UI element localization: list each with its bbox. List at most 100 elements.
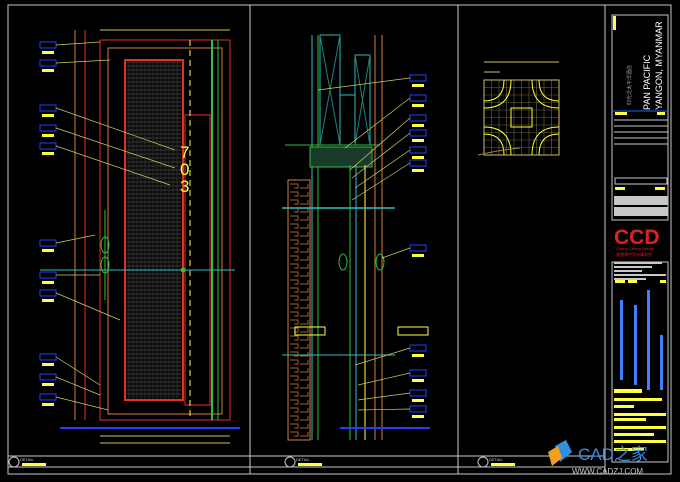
annotation-tag [39,393,57,401]
leader-line [55,107,176,151]
fretwork-segment [290,303,309,309]
annotation-tag [409,344,427,352]
fretwork-pattern [290,183,309,437]
annotation-tag-label [42,249,54,252]
fretwork-segment [290,415,309,421]
project-name-line1: PAN PACIFIC [642,54,652,110]
fretwork-segment [290,327,309,333]
annotation-tag-label [42,114,54,117]
title-block: 仰光泛太平洋酒店 PAN PACIFIC YANGON, MYANMAR CCD… [611,14,669,463]
annotation-tag [409,94,427,102]
annotation-tag-label [412,104,424,107]
fretwork-segment [290,295,309,301]
annotation-tag-label [412,379,424,382]
leader-line [55,127,176,169]
fretwork-segment [290,343,309,349]
fretwork-segment [290,183,309,189]
detail-callouts: DETAIL DETAIL DETAIL [8,456,515,468]
annotation-tag [39,373,57,381]
annotation-tag [409,405,427,413]
annotation-tag [409,114,427,122]
annotation-tag-label [42,152,54,155]
door-number-3: 3 [180,177,189,196]
leader-line [357,408,411,411]
annotation-tag-label [42,299,54,302]
leader-line [55,356,101,386]
fretwork-segment [290,223,309,229]
annotation-tag [409,129,427,137]
fretwork-segment [290,359,309,365]
annotation-tag-label [42,363,54,366]
annotation-tag-label [412,139,424,142]
detail-label-3: DETAIL [489,457,503,462]
middle-annotation-tags [317,74,427,418]
annotation-tag-label [42,281,54,284]
leader-line [349,117,411,171]
ornament-plan-detail [477,61,560,156]
detail-label-1: DETAIL [20,457,34,462]
annotation-tag [39,271,57,279]
fretwork-segment [290,271,309,277]
annotation-tag-label [42,69,54,72]
annotation-tag [409,389,427,397]
door-number-0: 0 [180,160,189,179]
annotation-tag [39,289,57,297]
watermark: CAD之家 WWW.CADZJ.COM [548,440,648,476]
door-elevation: 7 0 3 [40,29,240,444]
fretwork-segment [290,279,309,285]
fretwork-segment [290,255,309,261]
leader-line [55,376,101,396]
fretwork-segment [290,423,309,429]
annotation-tag [39,41,57,49]
door-handle [100,210,110,300]
annotation-tag-label [412,415,424,418]
watermark-url: WWW.CADZJ.COM [572,467,643,476]
project-name-line2: YANGON, MYANMAR [654,21,664,110]
leader-line [381,247,411,259]
fretwork-segment [290,391,309,397]
annotation-tag [39,353,57,361]
leader-line [55,234,96,244]
watermark-logo-icon [548,440,572,466]
fretwork-segment [290,191,309,197]
fretwork-segment [290,383,309,389]
leader-line [317,77,411,91]
annotation-tag-label [412,399,424,402]
fretwork-segment [290,351,309,357]
annotation-tag-label [412,84,424,87]
annotation-tag-label [412,169,424,172]
leader-line [55,41,101,46]
leader-line [55,292,121,321]
annotation-tag [39,239,57,247]
left-annotation-tags [39,41,176,411]
fretwork-segment [290,287,309,293]
annotation-tag [39,59,57,67]
wall-section-detail [282,34,430,441]
detail-label-2: DETAIL [296,457,310,462]
annotation-tag-label [42,51,54,54]
company-sub: Cheng Chung Design [616,246,654,251]
fretwork-segment [290,375,309,381]
fretwork-segment [290,215,309,221]
fretwork-segment [290,263,309,269]
annotation-tag [39,142,57,150]
fretwork-segment [290,367,309,373]
leader-line [354,149,411,189]
fretwork-segment [290,407,309,413]
annotation-tag-label [42,134,54,137]
leader-line [357,372,411,386]
leader-line [55,145,171,186]
fretwork-segment [290,239,309,245]
project-name-cn: 仰光泛太平洋酒店 [626,65,633,105]
leader-line [344,97,411,149]
annotation-tag-label [412,124,424,127]
annotation-tag-label [412,354,424,357]
annotation-tag [39,104,57,112]
fretwork-segment [290,311,309,317]
fretwork-segment [290,247,309,253]
leader-line [351,162,411,201]
annotation-tag [409,244,427,252]
leader-line [55,59,111,64]
leader-line [55,396,109,411]
